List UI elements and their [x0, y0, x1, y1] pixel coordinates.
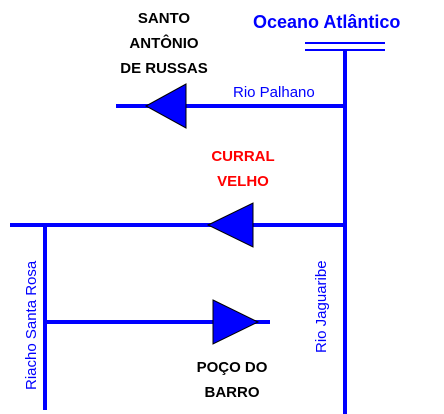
curral-velho-line-2: VELHO — [217, 173, 269, 190]
santo-antonio-line-1: SANTO — [138, 10, 191, 27]
curral-velho-label: CURRAL VELHO — [211, 148, 274, 190]
santo-antonio-line-3: DE RUSSAS — [120, 60, 208, 77]
poco-do-barro-flow-arrow — [212, 299, 260, 345]
santo-antonio-line-2: ANTÔNIO — [129, 34, 198, 52]
poco-do-barro-label: POÇO DO BARRO — [197, 359, 268, 401]
palhano-flow-arrow — [144, 83, 187, 129]
ocean-title: Oceano Atlântico — [253, 12, 400, 32]
rio-palhano-label: Rio Palhano — [233, 84, 315, 101]
coastline-symbol — [305, 42, 385, 51]
poco-do-barro-line-1: POÇO DO — [197, 359, 268, 376]
poco-do-barro-line-2: BARRO — [205, 384, 260, 401]
riacho-santa-rosa-label: Riacho Santa Rosa — [23, 260, 40, 390]
curral-velho-line-1: CURRAL — [211, 148, 274, 165]
santo-antonio-de-russas-label: SANTO ANTÔNIO DE RUSSAS — [120, 10, 208, 77]
rio-jaguaribe-label: Rio Jaguaribe — [313, 260, 330, 353]
curral-velho-flow-arrow — [206, 202, 254, 248]
